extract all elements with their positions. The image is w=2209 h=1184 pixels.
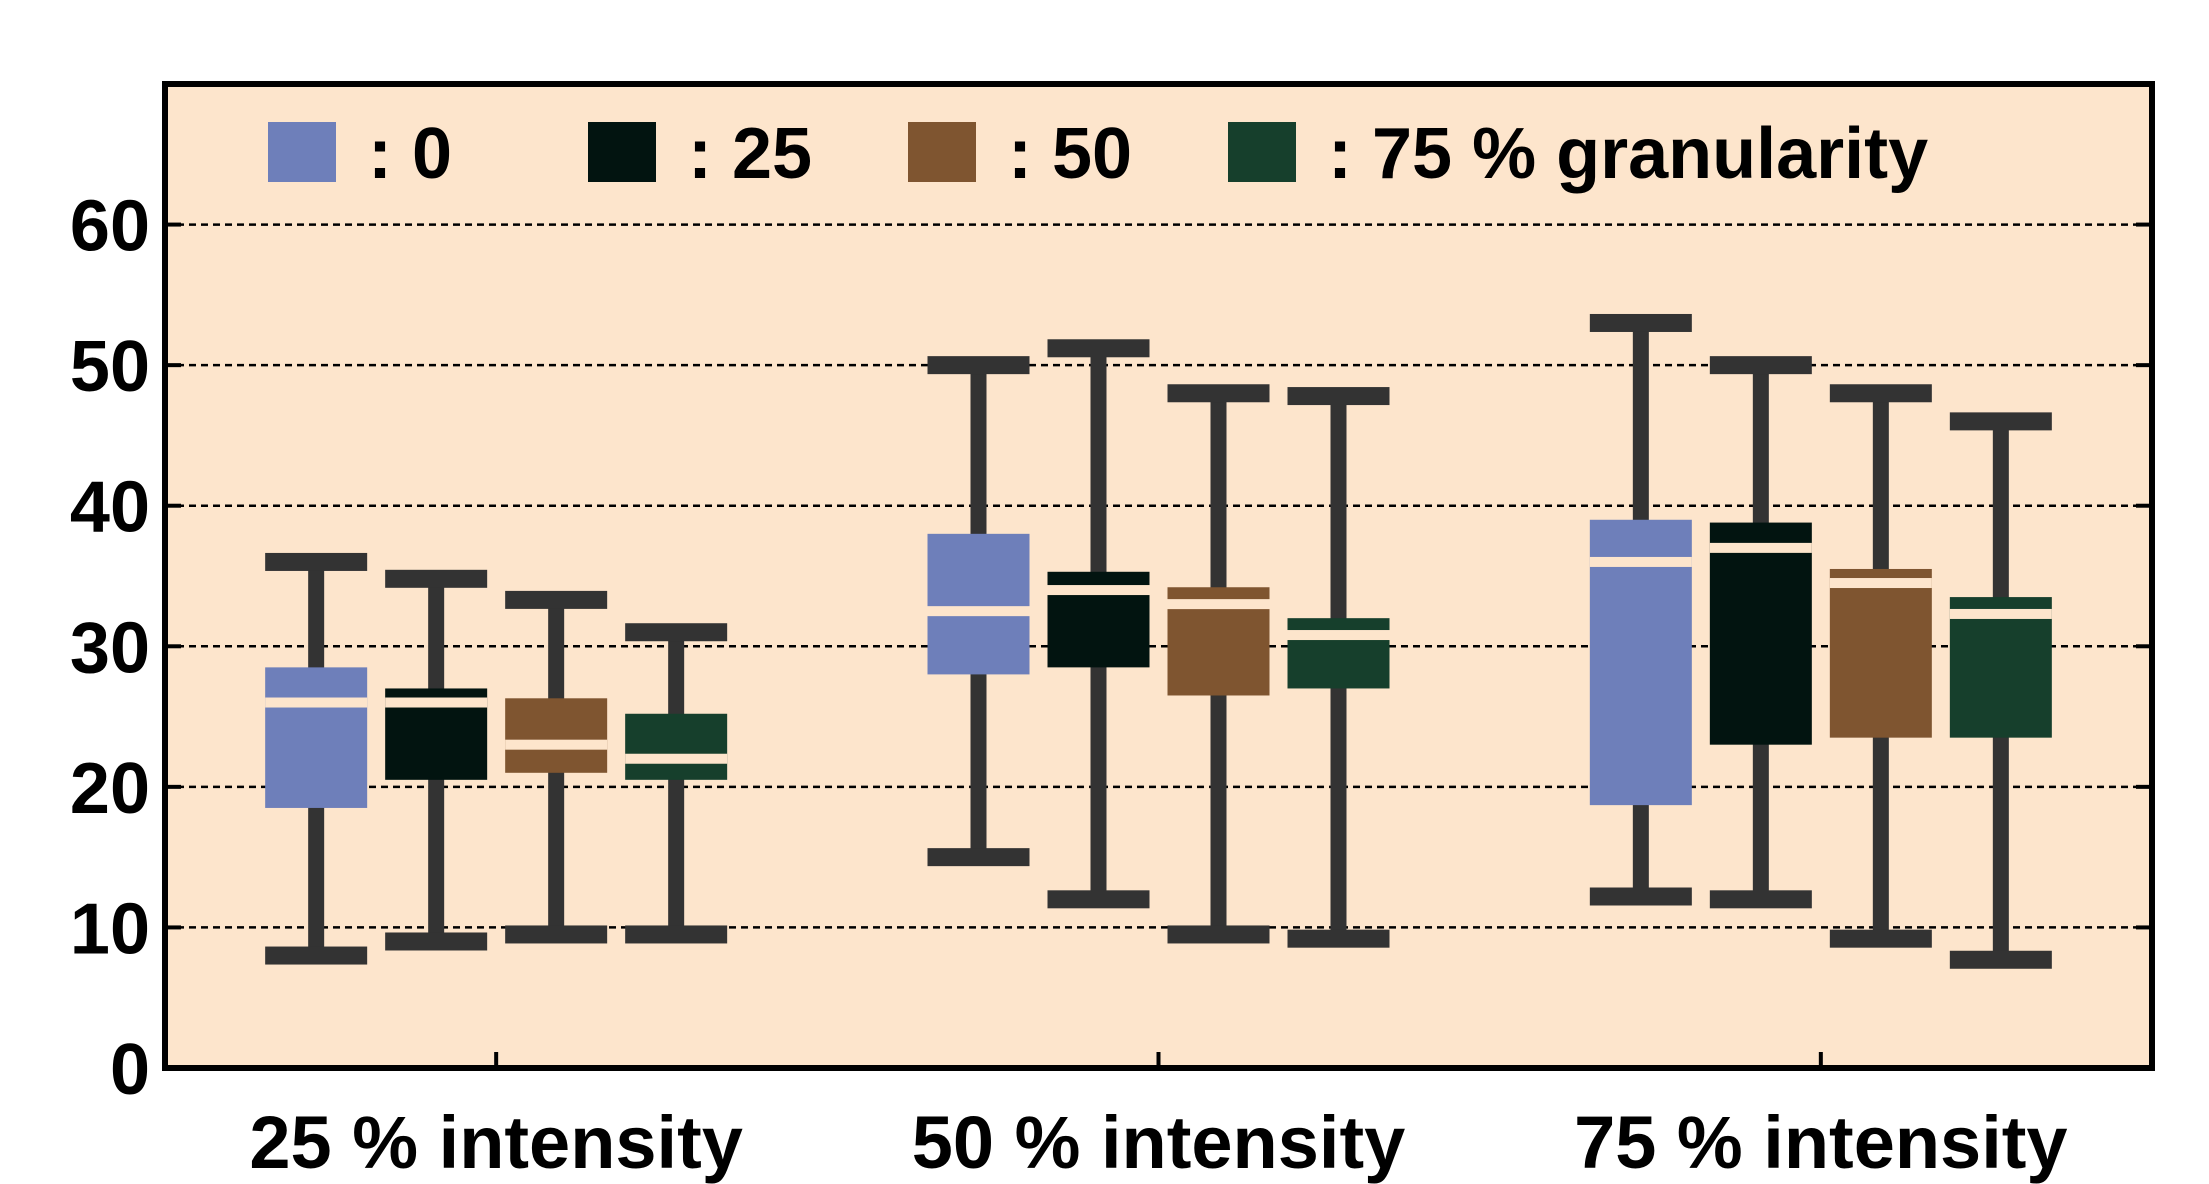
y-tick-label: 20 — [70, 749, 150, 829]
legend-swatch — [588, 122, 656, 182]
box — [265, 667, 368, 808]
plot-background — [165, 84, 2152, 1068]
whisker-cap-low — [1589, 887, 1692, 906]
median-line — [265, 697, 368, 708]
box — [1709, 522, 1812, 745]
x-tick-label: 50 % intensity — [912, 1101, 1406, 1184]
y-tick-label: 30 — [70, 608, 150, 688]
y-tick-label: 40 — [70, 468, 150, 548]
whisker-cap-high — [1829, 384, 1932, 403]
whisker-cap-high — [265, 552, 368, 571]
median-line — [1287, 630, 1390, 641]
box — [625, 713, 728, 780]
median-line — [1589, 556, 1692, 567]
median-line — [1949, 608, 2052, 619]
legend-label: : 50 — [1008, 114, 1132, 194]
whisker-cap-high — [625, 623, 728, 642]
legend-label: : 75 % granularity — [1328, 114, 1928, 194]
whisker-cap-low — [1167, 925, 1270, 944]
median-line — [625, 753, 728, 764]
box — [505, 698, 608, 773]
median-line — [1047, 585, 1150, 596]
legend-label: : 0 — [368, 114, 452, 194]
whisker-cap-high — [927, 356, 1030, 375]
box — [1949, 597, 2052, 738]
legend-label: : 25 — [688, 114, 812, 194]
whisker-cap-low — [265, 946, 368, 965]
whisker-cap-low — [385, 932, 488, 951]
whisker-cap-high — [1709, 356, 1812, 375]
whisker-cap-high — [505, 590, 608, 609]
whisker-cap-high — [385, 569, 488, 588]
whisker-cap-low — [1709, 890, 1812, 909]
whisker-cap-high — [1287, 387, 1390, 406]
legend: : 0 : 25 : 50 : 75 % granularity — [268, 114, 1928, 194]
x-tick-label: 25 % intensity — [249, 1101, 743, 1184]
axes: 0 10 20 30 40 50 60 25 % intensity 50 % intensit… — [70, 187, 2152, 1184]
whisker-cap-low — [1829, 929, 1932, 948]
whisker-cap-high — [1949, 412, 2052, 431]
whisker-cap-low — [505, 925, 608, 944]
whisker-cap-high — [1047, 339, 1150, 358]
box — [927, 533, 1030, 675]
whisker-cap-low — [1047, 890, 1150, 909]
whisker-cap-high — [1589, 313, 1692, 332]
box-plots — [265, 313, 2052, 969]
median-line — [1829, 578, 1932, 589]
median-line — [1709, 542, 1812, 553]
median-line — [385, 697, 488, 708]
legend-swatch — [268, 122, 336, 182]
y-tick-label: 10 — [70, 889, 150, 969]
median-line — [505, 739, 608, 750]
whisker-cap-low — [927, 848, 1030, 867]
median-line — [927, 606, 1030, 617]
median-line — [1167, 599, 1270, 610]
whisker-cap-low — [1287, 929, 1390, 948]
legend-swatch — [1228, 122, 1296, 182]
whisker-cap-high — [1167, 384, 1270, 403]
y-tick-label: 50 — [70, 327, 150, 407]
box — [1829, 568, 1932, 738]
legend-swatch — [908, 122, 976, 182]
y-tick-label: 60 — [70, 187, 150, 267]
y-tick-label: 0 — [110, 1030, 150, 1110]
box — [1589, 519, 1692, 806]
box — [1287, 618, 1390, 689]
whisker-cap-low — [625, 925, 728, 944]
whisker-cap-low — [1949, 950, 2052, 969]
x-tick-label: 75 % intensity — [1574, 1101, 2068, 1184]
